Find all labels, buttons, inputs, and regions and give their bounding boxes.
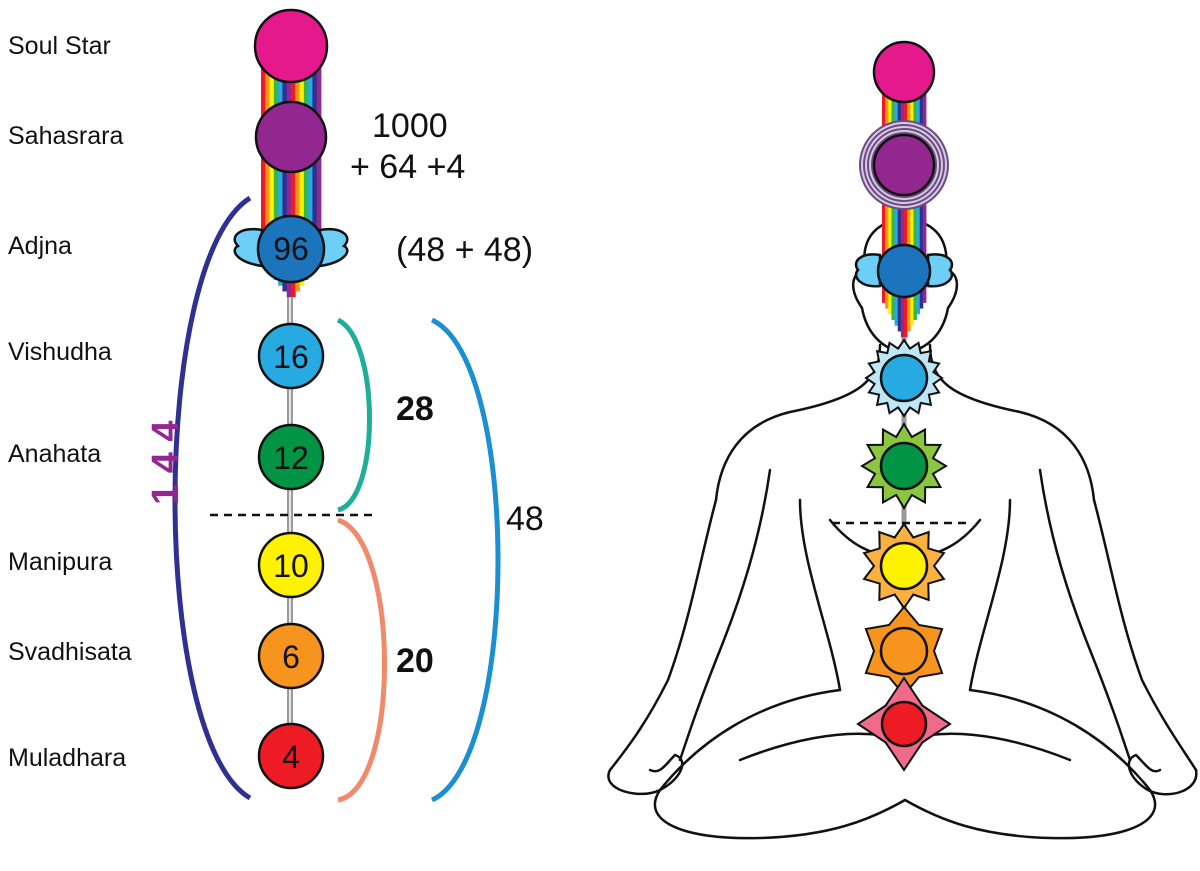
rainbow-stripe bbox=[900, 90, 905, 338]
chakra-muladhara bbox=[257, 722, 325, 790]
chakra-anahata bbox=[257, 423, 325, 491]
label-anahata: Anahata bbox=[8, 440, 101, 468]
right-vishudha bbox=[879, 353, 929, 403]
right-adjna-wing-right bbox=[926, 253, 954, 288]
rainbow-stripe bbox=[286, 60, 292, 298]
chakra-soul-star bbox=[253, 8, 329, 84]
figure-leg-right bbox=[903, 688, 1157, 840]
rainbow-stripe bbox=[897, 90, 902, 332]
chakra-manipura bbox=[257, 531, 325, 599]
crown-ring bbox=[863, 124, 945, 206]
right-svadhisata bbox=[879, 626, 929, 676]
chakra-sahasrara bbox=[254, 100, 328, 174]
right-soul-star bbox=[872, 40, 936, 104]
sahasrara-count-line2: + 64 +4 bbox=[350, 148, 465, 186]
chakra-vishudha bbox=[257, 322, 325, 390]
rainbow-stripe bbox=[291, 60, 296, 298]
rainbow-stripe bbox=[907, 90, 911, 332]
figure-neck-left bbox=[714, 343, 882, 502]
petals-anahata: 12 bbox=[273, 440, 309, 476]
sahasrara-count-line1: 1000 bbox=[372, 107, 448, 145]
bracket-upper bbox=[336, 317, 372, 513]
figure-foot-right bbox=[928, 732, 1072, 762]
lower-sum: 20 bbox=[396, 642, 434, 680]
rainbow-stripe bbox=[303, 60, 309, 280]
right-adjna bbox=[876, 243, 932, 299]
label-soul-star: Soul Star bbox=[8, 32, 111, 60]
right-muladhara bbox=[880, 700, 928, 748]
crown-ring bbox=[871, 132, 937, 198]
right-chakras bbox=[832, 40, 970, 772]
label-sahasrara: Sahasrara bbox=[8, 122, 123, 150]
rainbow-stripe bbox=[282, 60, 288, 292]
figure-arm-left-outer bbox=[608, 498, 718, 772]
label-adjna: Adjna bbox=[8, 232, 72, 260]
petals-vishudha: 16 bbox=[273, 339, 309, 375]
right-sahasrara bbox=[872, 133, 936, 197]
petals-muladhara: 4 bbox=[282, 739, 300, 775]
figure-foot-left bbox=[738, 732, 882, 762]
right-anahata bbox=[879, 441, 929, 491]
rainbow-stripe bbox=[904, 90, 908, 338]
figure-arm-left-inner bbox=[678, 468, 772, 762]
upper-sum: 28 bbox=[396, 390, 434, 428]
mid-sum: 48 bbox=[506, 500, 544, 538]
meditating-figure bbox=[607, 218, 1198, 840]
petals-manipura: 10 bbox=[273, 548, 309, 584]
label-manipura: Manipura bbox=[8, 548, 112, 576]
crown-ring bbox=[867, 128, 941, 202]
right-adjna-wing-left bbox=[854, 253, 882, 288]
petals-adjna: 96 bbox=[273, 231, 309, 267]
rainbow-stripe bbox=[261, 60, 266, 263]
rainbow-stripe bbox=[299, 60, 305, 286]
left-diagram: Soul Star Sahasrara Adjna Vishudha Anaha… bbox=[8, 8, 544, 803]
adjna-wing-right bbox=[318, 227, 349, 268]
figure-hand-right bbox=[1127, 753, 1198, 796]
petals-svadhisata: 6 bbox=[282, 639, 300, 675]
chakra-svadhisata bbox=[257, 622, 325, 690]
bracket-total bbox=[172, 195, 252, 801]
rainbow-stripe bbox=[316, 60, 322, 263]
bracket-mid bbox=[430, 317, 501, 803]
right-manipura bbox=[879, 541, 929, 591]
rainbow-stripe bbox=[278, 60, 283, 286]
figure-torso-right bbox=[968, 498, 1012, 692]
total-sum: 1 4 4 bbox=[145, 420, 187, 505]
figure-neck-right bbox=[928, 343, 1096, 502]
chakra-adjna bbox=[256, 214, 326, 284]
bracket-lower bbox=[337, 517, 387, 803]
adjna-wing-left bbox=[233, 227, 264, 268]
figure-leg-left bbox=[653, 688, 907, 840]
figure-arm-right-inner bbox=[1038, 468, 1132, 762]
label-muladhara: Muladhara bbox=[8, 744, 126, 772]
figure-torso-left bbox=[798, 498, 842, 692]
rainbow-stripe bbox=[295, 60, 300, 292]
figure-arm-right-outer bbox=[1092, 498, 1198, 772]
figure-hand-left bbox=[607, 753, 684, 796]
label-svadhisata: Svadhisata bbox=[8, 638, 132, 666]
adjna-split: (48 + 48) bbox=[396, 231, 533, 269]
label-vishudha: Vishudha bbox=[8, 338, 112, 366]
